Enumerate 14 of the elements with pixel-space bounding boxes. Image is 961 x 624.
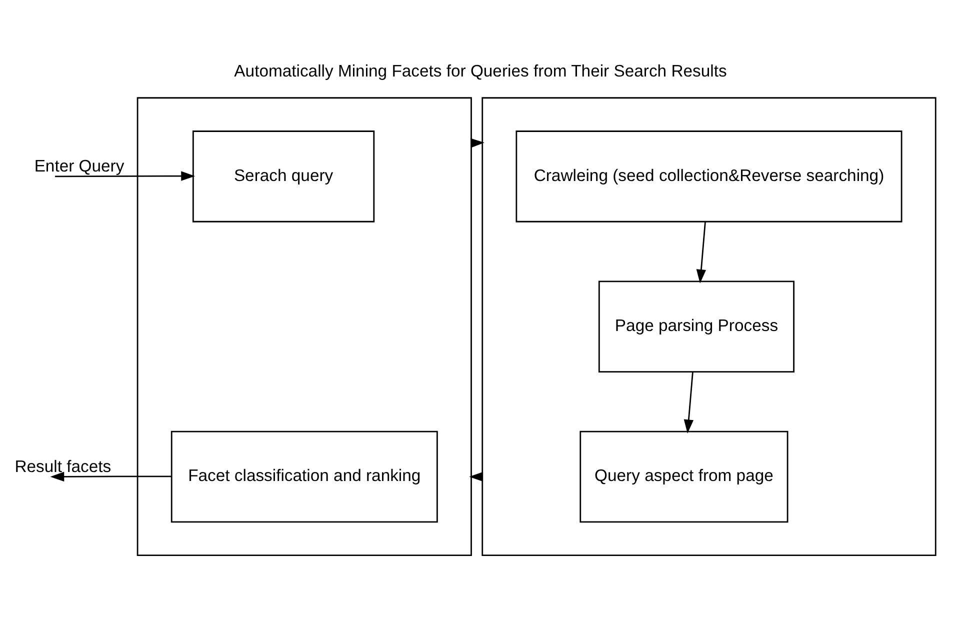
node-box: Facet classification and ranking [170,430,438,523]
cluster [482,97,936,556]
arrow [684,372,694,434]
node-box: Query aspect from page [580,430,788,523]
arrow [55,171,196,181]
arrow [696,222,706,284]
diagram-title: Automatically Mining Facets for Queries from Their Search Results [234,61,727,80]
edge-label: Enter Query [34,156,124,176]
node-box: Page parsing Process [598,280,794,372]
node-box: Serach query [192,130,375,222]
node-box: Crawleing (seed collection&Reverse searching) [516,130,902,222]
edge-label: Result facets [14,456,112,476]
cluster [136,97,472,556]
arrow [50,472,172,482]
